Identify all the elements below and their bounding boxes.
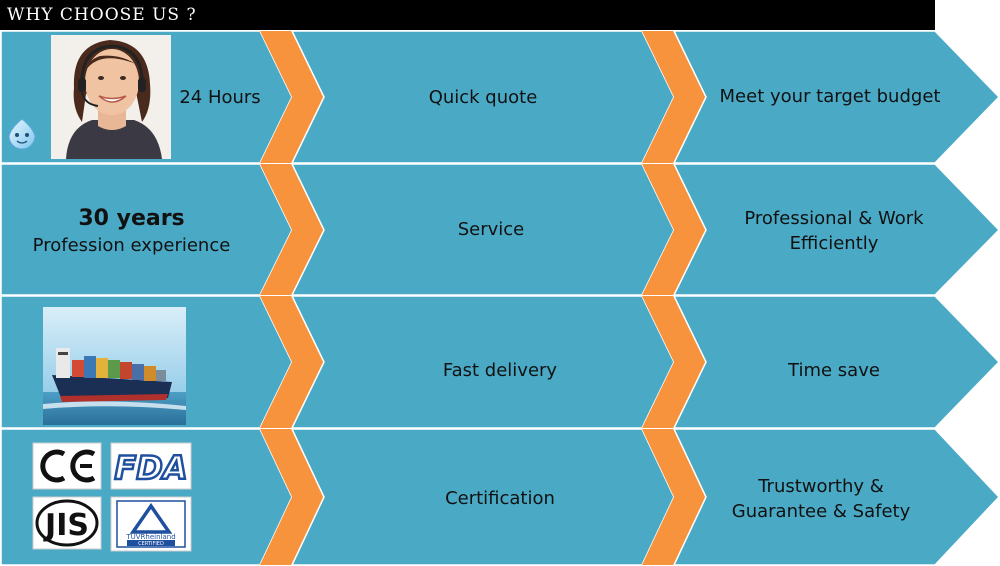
row-1-col-2-text: Quick quote (428, 87, 538, 108)
header-bar: WHY CHOOSE US ? (0, 0, 935, 30)
row-4-col-2-text: Certification (445, 488, 555, 509)
tuv-logo-text: TÜVRheinland (125, 532, 175, 541)
row-2-col-2-text: Service (457, 219, 525, 240)
jis-mark-text: JIS (43, 508, 89, 543)
row-3-col-2-text: Fast delivery (442, 360, 558, 381)
row-2-col-1-subtitle: Profession experience (32, 235, 231, 256)
row-2-col-3-line-2: Efficiently (789, 233, 879, 254)
customer-service-agent-picture (51, 35, 171, 159)
row-3-cell-3 (672, 295, 1000, 429)
row-4-col-3-line-2: Guarantee & Safety (731, 501, 911, 522)
row-2 (0, 163, 1000, 296)
certification-logos: FDA JIS TÜVRheinland CERTIFIED (32, 442, 192, 552)
row-2-col-1-title: 30 years (78, 206, 185, 231)
tuv-logo-sub: CERTIFIED (138, 541, 164, 547)
row-1-col-3-text: Meet your target budget (700, 84, 960, 109)
row-4-col-3-text: Trustworthy & Guarantee & Safety (690, 474, 952, 524)
row-1-col-3-line-1: Meet your target budget (719, 86, 941, 107)
row-2-col-1-text: 30 years Profession experience (14, 205, 249, 258)
water-drop-icon (8, 118, 36, 150)
row-4-col-3-line-1: Trustworthy & (758, 476, 884, 497)
row-1-col-1-text: 24 Hours (179, 87, 261, 108)
container-ship-picture (43, 307, 186, 425)
row-2-cell-3 (672, 163, 1000, 296)
header-title: WHY CHOOSE US ? (7, 5, 197, 25)
row-3-col-3-line-1: Time save (788, 360, 880, 381)
row-2-col-3-text: Professional & Work Efficiently (700, 206, 968, 256)
row-3-col-3-text: Time save (700, 358, 968, 383)
row-4-cell-3 (672, 428, 1000, 566)
row-1-cell-3 (672, 30, 1000, 164)
row-2-col-3-line-1: Professional & Work (744, 208, 924, 229)
fda-logo-text: FDA (114, 449, 187, 487)
